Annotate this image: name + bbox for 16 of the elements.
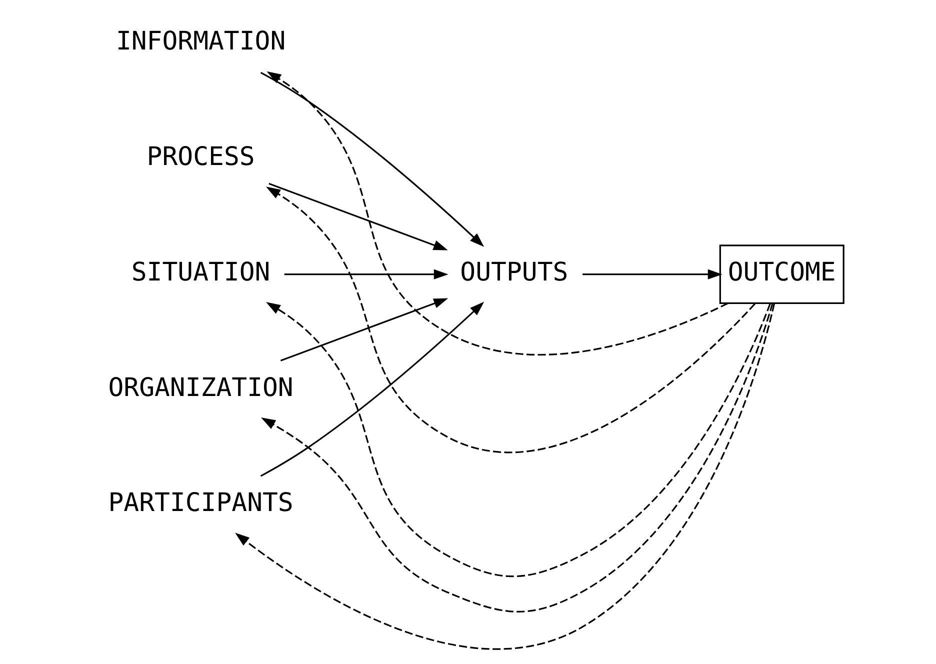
- arrow: [280, 298, 448, 362]
- node-text: ORGANIZATION: [108, 372, 293, 403]
- arrow: [266, 71, 728, 356]
- node-text: INFORMATION: [115, 26, 286, 57]
- arrow: [260, 72, 484, 247]
- arrow: [268, 182, 448, 250]
- node-text: SITUATION: [130, 257, 270, 288]
- arrow: [582, 269, 722, 280]
- node-box: OUTCOME: [718, 244, 844, 304]
- node-text: PARTICIPANTS: [108, 488, 293, 518]
- arrow: [234, 303, 775, 650]
- node-text: PROCESS: [146, 142, 254, 172]
- arrow: [284, 269, 448, 280]
- arrow: [265, 186, 756, 453]
- node-text: OUTPUTS: [460, 257, 568, 288]
- arrow: [260, 302, 484, 477]
